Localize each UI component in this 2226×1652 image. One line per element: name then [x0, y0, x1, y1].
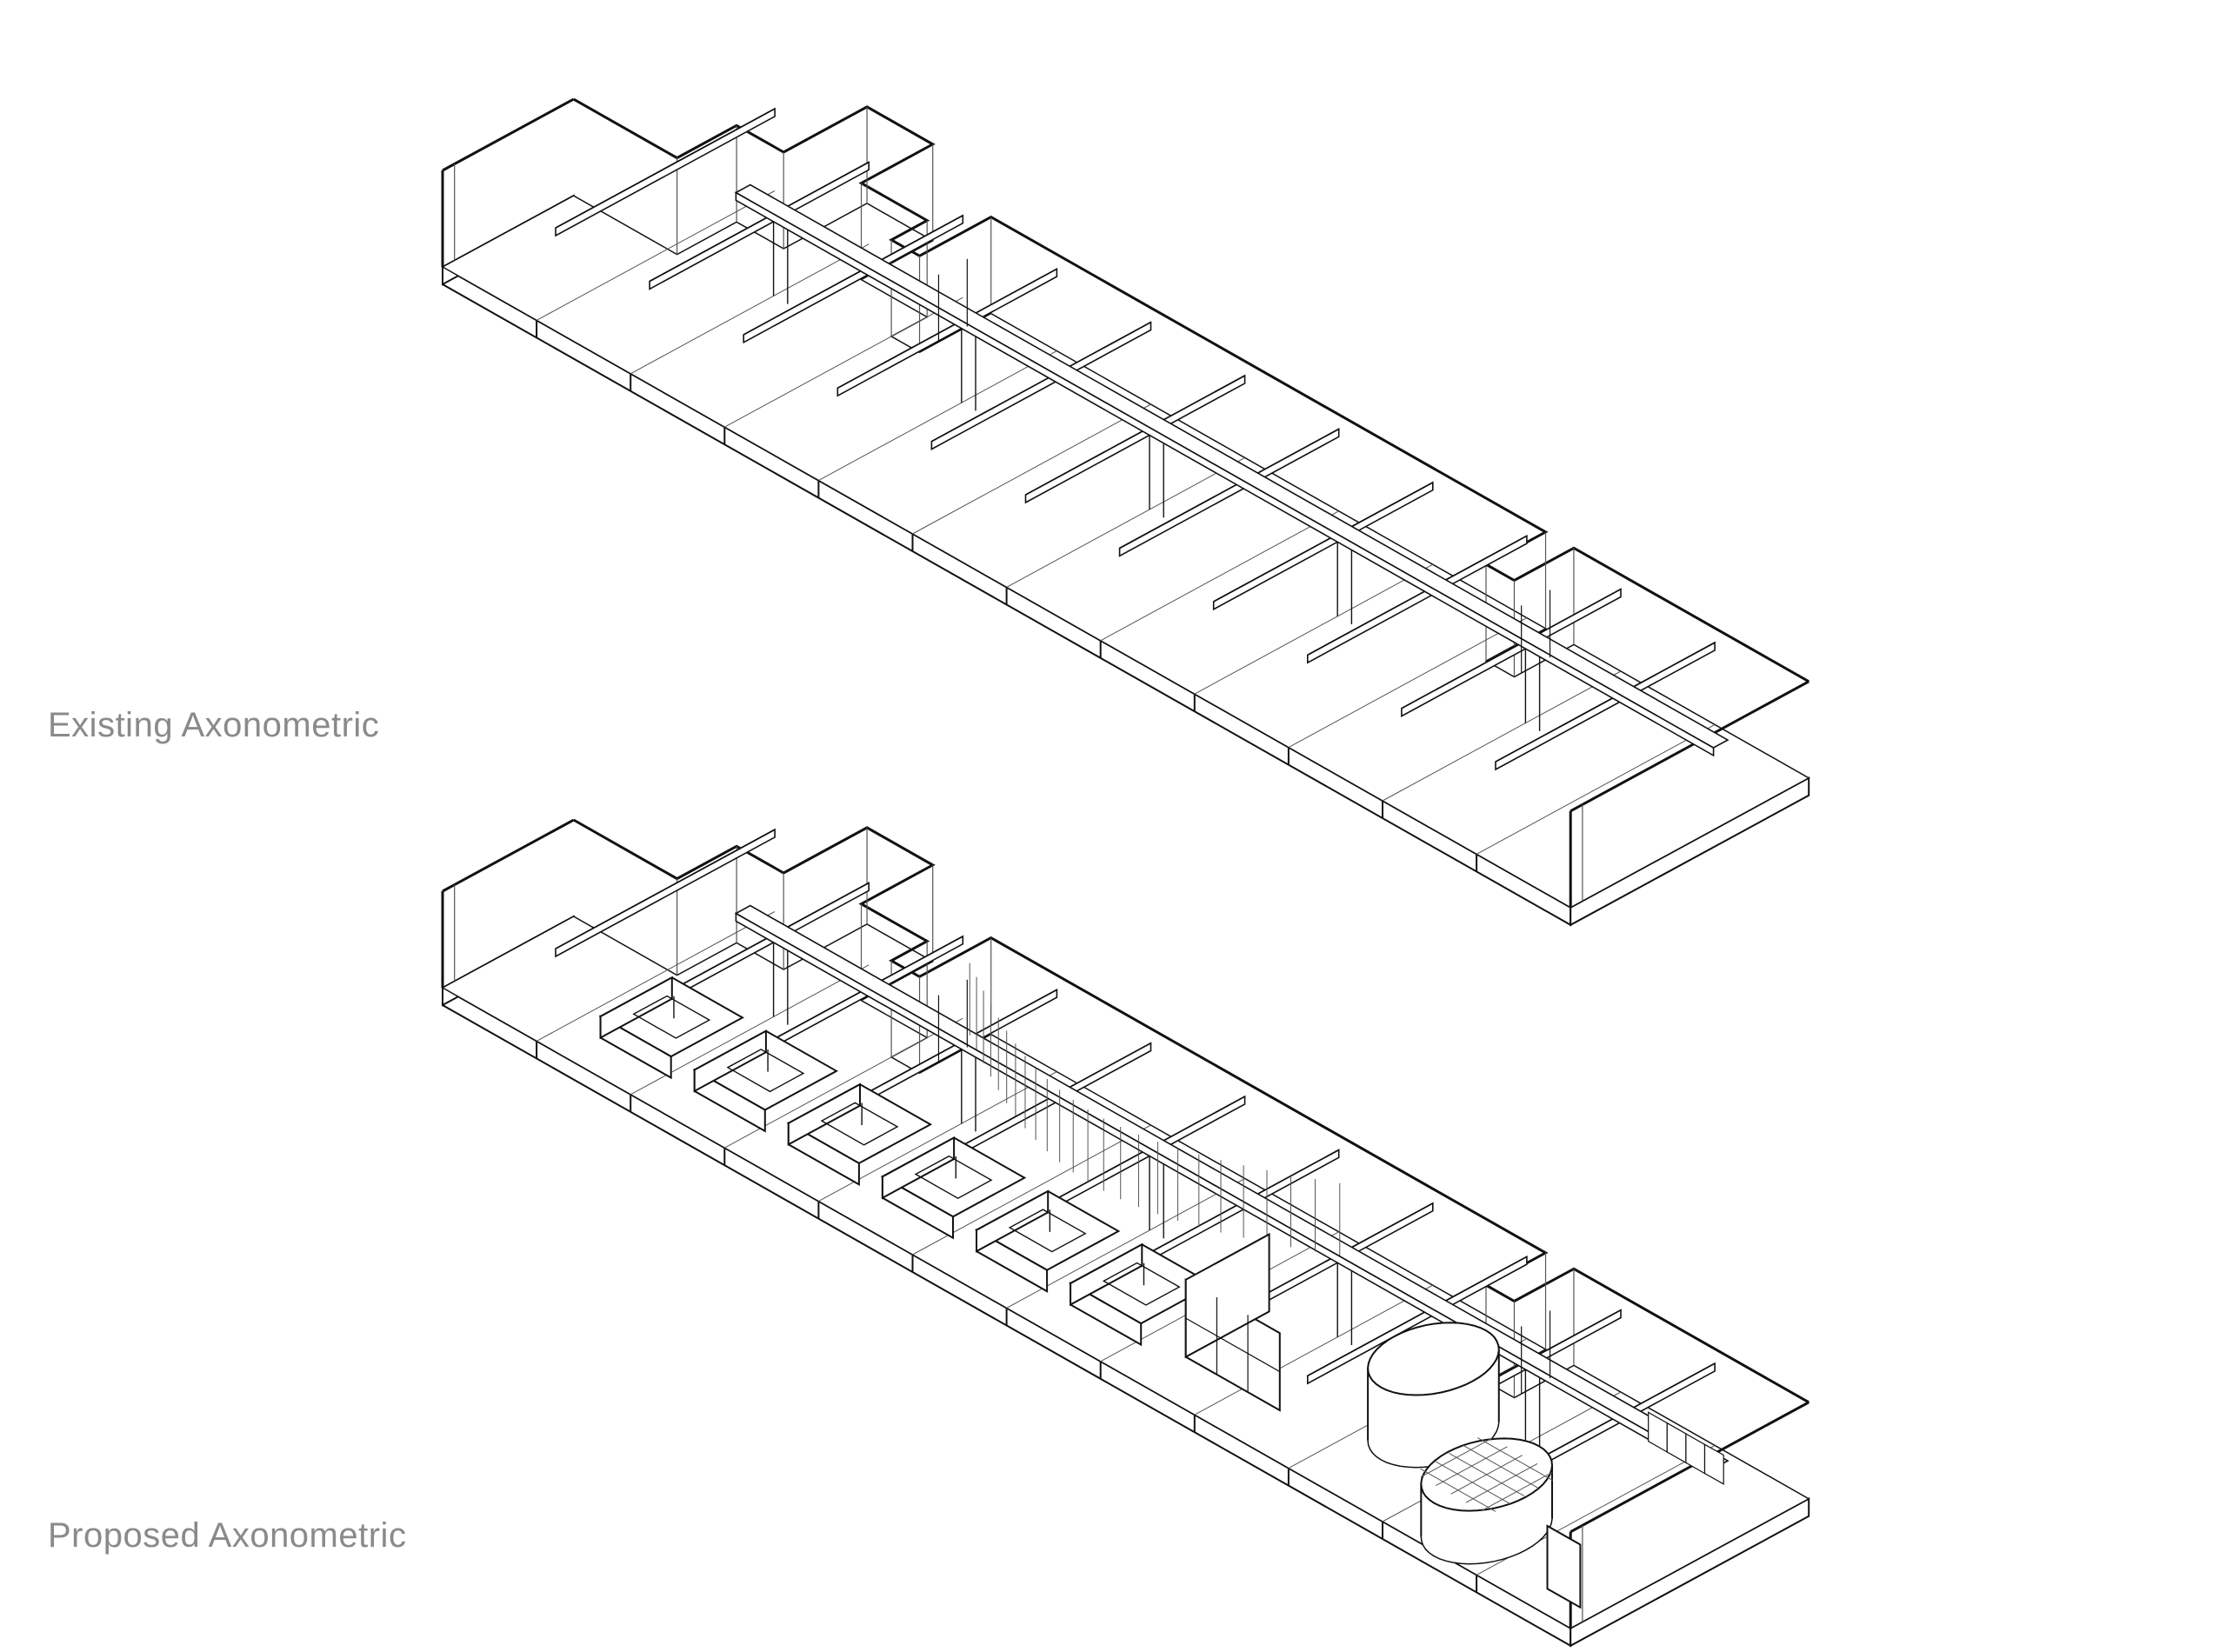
planter-recess — [726, 1049, 805, 1093]
planter-recess — [632, 995, 711, 1039]
proposed-axonometric — [441, 818, 1810, 1648]
floor-bay-line — [1382, 670, 1622, 802]
cross-beam — [555, 107, 776, 237]
cross-beam-top — [836, 268, 1057, 390]
floor-bay-line — [630, 243, 870, 375]
floor-bay-line — [536, 190, 776, 321]
left-wall-top — [442, 818, 575, 893]
cross-beam-top — [931, 1042, 1151, 1163]
right-wall-top — [1570, 680, 1809, 813]
existing-axonometric — [441, 97, 1810, 927]
rotunda-grid — [1463, 1445, 1539, 1489]
cylindrical-room-top — [1367, 1322, 1500, 1396]
longitudinal-beam-top — [734, 183, 1729, 749]
floor-bay-line — [1288, 617, 1528, 749]
cross-beam-top — [836, 989, 1057, 1110]
floor-bay-line — [1194, 563, 1434, 695]
cross-beam-top — [555, 108, 776, 229]
rotunda-grid — [1449, 1452, 1525, 1496]
floor-bay-line — [1006, 456, 1245, 588]
shelf-unit — [1703, 1443, 1724, 1485]
floor-bay-line — [1476, 723, 1716, 855]
floor-bay-line — [1100, 510, 1339, 642]
cross-beam-top — [931, 321, 1151, 443]
planter-side — [1070, 1242, 1143, 1307]
cross-beam-top — [1495, 642, 1716, 763]
rotunda-grid — [1480, 1471, 1553, 1512]
glazing-transom — [1185, 1317, 1281, 1373]
back-wall-top — [572, 818, 1809, 1404]
cross-beam-top — [1213, 482, 1434, 603]
planter-side — [976, 1189, 1050, 1253]
cross-beam-top — [1495, 1362, 1716, 1483]
floor-bay-line — [536, 910, 776, 1042]
kiosk — [1546, 1524, 1582, 1609]
planter-side — [693, 1029, 767, 1093]
planter-recess — [914, 1155, 993, 1200]
planter-recess — [820, 1102, 899, 1146]
back-wall-top — [572, 97, 1809, 683]
floor-bay-line — [912, 403, 1151, 535]
left-wall-top — [442, 97, 575, 172]
cross-beam-top — [1213, 1202, 1434, 1323]
floor-bay-line — [724, 296, 963, 428]
rotunda-grid — [1465, 1463, 1538, 1503]
cross-beam-top — [1119, 1149, 1340, 1270]
cross-beam-top — [649, 882, 870, 1003]
planter-side — [787, 1082, 861, 1146]
planter-side — [599, 976, 673, 1040]
planter-recess — [1102, 1262, 1181, 1306]
proposed-axonometric-label: Proposed Axonometric — [48, 1516, 407, 1555]
floor-bay-line — [818, 350, 1057, 482]
rotunda-grid — [1477, 1437, 1554, 1482]
floor-bay-line — [1194, 1284, 1434, 1416]
cross-beam-top — [743, 936, 963, 1056]
cross-beam-top — [1119, 428, 1340, 550]
cross-beam-top — [1025, 1096, 1245, 1216]
cross-beam-top — [1025, 375, 1245, 496]
cross-beam-top — [1307, 535, 1528, 656]
existing-axonometric-label: Existing Axonometric — [48, 706, 380, 744]
planter-side — [881, 1136, 956, 1200]
cross-beam — [555, 828, 776, 958]
cross-beam-top — [1401, 588, 1622, 709]
planter-recess — [1008, 1209, 1087, 1253]
glazed-room-side — [1184, 1232, 1270, 1359]
cross-beam-top — [743, 215, 963, 336]
cross-beam-top — [555, 829, 776, 949]
right-wall-top — [1570, 1401, 1809, 1534]
cross-beam-top — [649, 161, 870, 283]
cross-beam-top — [1307, 1256, 1528, 1377]
